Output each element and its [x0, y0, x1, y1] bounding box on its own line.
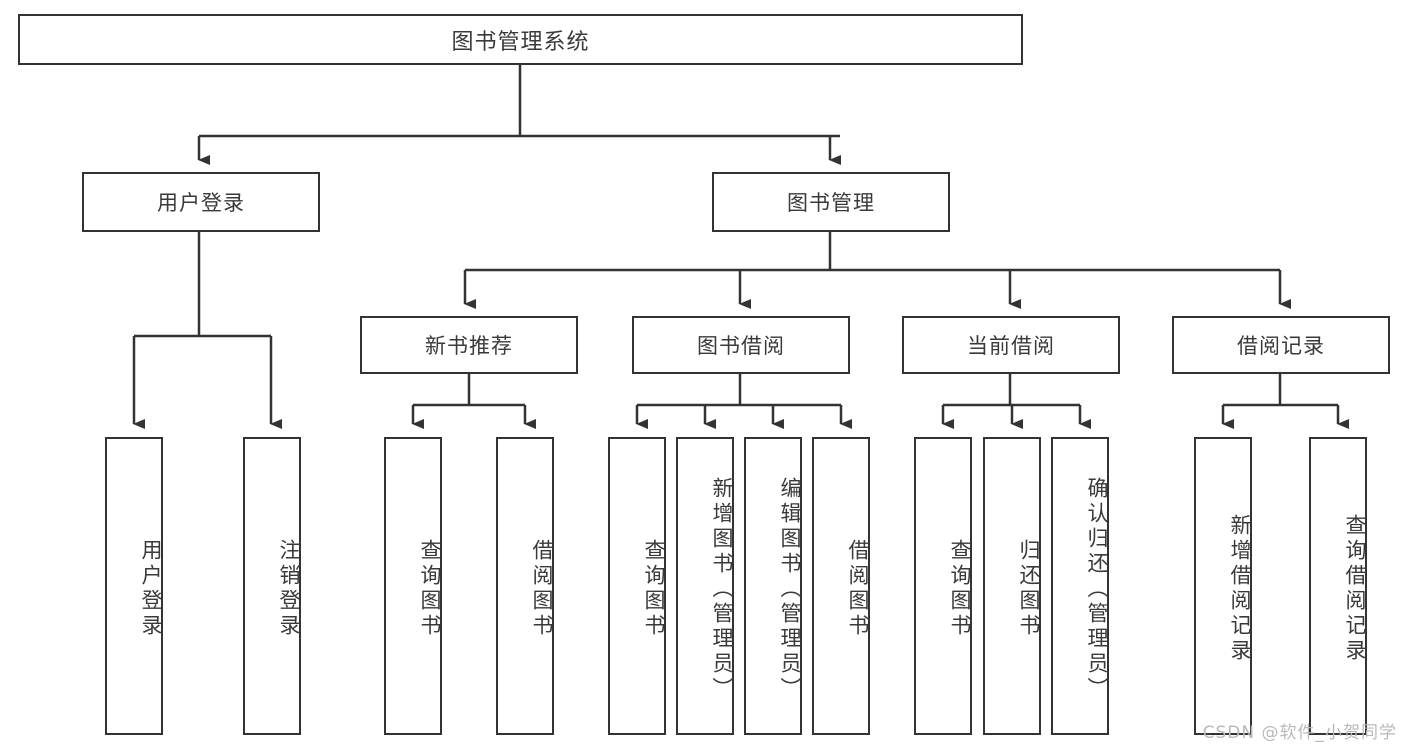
node-label: 查询图书	[948, 539, 972, 639]
node-label: 用户登录	[139, 539, 163, 639]
leaf-borrow-query-book[interactable]: 查询图书	[608, 437, 666, 735]
node-label: 用户登录	[157, 191, 245, 215]
node-label: 查询借阅记录	[1343, 514, 1367, 664]
node-label: 归还图书	[1017, 539, 1041, 639]
node-label: 编辑图书（管理员）	[778, 476, 802, 702]
node-current-borrow[interactable]: 当前借阅	[902, 316, 1120, 374]
node-label: 借阅图书	[530, 539, 554, 639]
leaf-current-query-book[interactable]: 查询图书	[914, 437, 972, 735]
node-label: 新增借阅记录	[1228, 514, 1252, 664]
leaf-recommend-query-book[interactable]: 查询图书	[384, 437, 442, 735]
node-label: 图书管理系统	[451, 29, 590, 55]
leaf-borrow-edit-book-admin[interactable]: 编辑图书（管理员）	[744, 437, 802, 735]
node-label: 新书推荐	[425, 334, 513, 358]
node-label: 确认归还（管理员）	[1085, 476, 1109, 702]
leaf-current-return-book[interactable]: 归还图书	[983, 437, 1041, 735]
node-label: 查询图书	[642, 539, 666, 639]
leaf-record-add-record[interactable]: 新增借阅记录	[1194, 437, 1252, 735]
node-user-login[interactable]: 用户登录	[82, 172, 320, 232]
node-root-system[interactable]: 图书管理系统	[18, 14, 1023, 65]
leaf-borrow-borrow-book[interactable]: 借阅图书	[812, 437, 870, 735]
node-label: 图书管理	[787, 191, 875, 215]
node-label: 借阅图书	[846, 539, 870, 639]
node-book-borrow[interactable]: 图书借阅	[632, 316, 850, 374]
node-book-management[interactable]: 图书管理	[712, 172, 950, 232]
node-label: 图书借阅	[697, 334, 785, 358]
node-label: 查询图书	[418, 539, 442, 639]
leaf-recommend-borrow-book[interactable]: 借阅图书	[496, 437, 554, 735]
leaf-current-confirm-return-admin[interactable]: 确认归还（管理员）	[1051, 437, 1109, 735]
leaf-record-query-record[interactable]: 查询借阅记录	[1309, 437, 1367, 735]
node-label: 注销登录	[277, 539, 301, 639]
leaf-user-login-logout[interactable]: 注销登录	[243, 437, 301, 735]
leaf-borrow-add-book-admin[interactable]: 新增图书（管理员）	[676, 437, 734, 735]
node-borrow-record[interactable]: 借阅记录	[1172, 316, 1390, 374]
node-label: 当前借阅	[967, 334, 1055, 358]
node-label: 新增图书（管理员）	[710, 476, 734, 702]
node-new-book-recommend[interactable]: 新书推荐	[360, 316, 578, 374]
node-label: 借阅记录	[1237, 334, 1325, 358]
leaf-user-login-login[interactable]: 用户登录	[105, 437, 163, 735]
